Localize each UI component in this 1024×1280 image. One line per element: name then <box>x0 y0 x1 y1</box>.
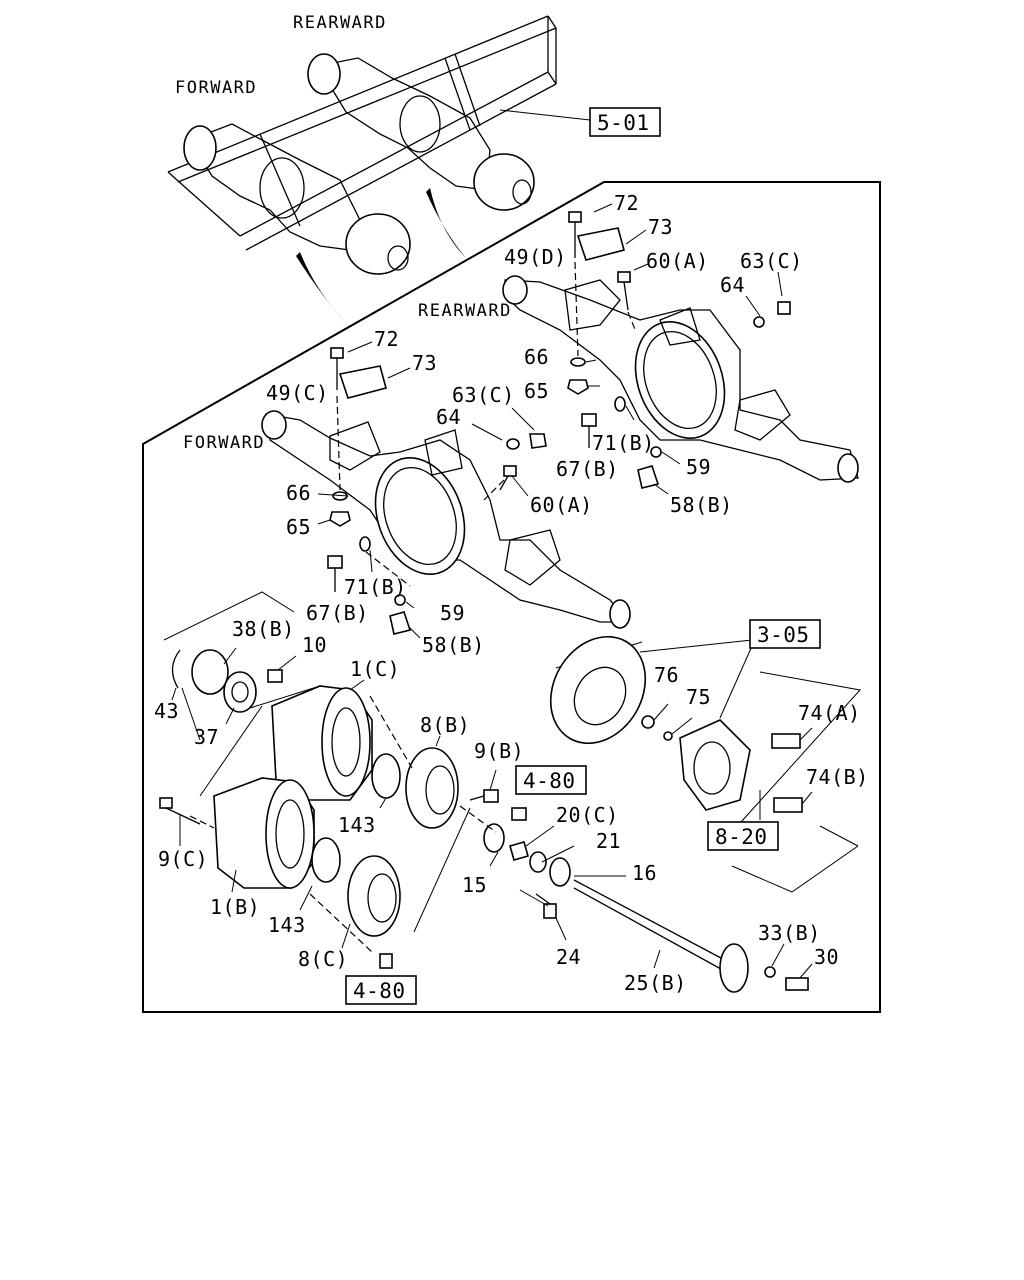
callout-30: 30 <box>814 945 839 969</box>
callout-72: 72 <box>374 327 399 351</box>
callout-43: 43 <box>154 699 179 723</box>
upper-small-parts <box>567 203 791 495</box>
callout-74b: 74(B) <box>806 765 869 789</box>
reference-label: 3-05 <box>757 623 810 647</box>
callout-76: 76 <box>654 663 679 687</box>
reference-label: 5-01 <box>597 111 650 135</box>
callout-66: 66 <box>524 345 549 369</box>
callout-37: 37 <box>194 725 219 749</box>
brake-shield-group <box>549 635 861 893</box>
middle-small-parts <box>317 341 547 639</box>
callout-60a: 60(A) <box>646 249 709 273</box>
callout-21: 21 <box>596 829 621 853</box>
callout-10: 10 <box>302 633 327 657</box>
callout-58b: 58(B) <box>422 633 485 657</box>
callout-1c: 1(C) <box>350 657 400 681</box>
reference-box-3-05[interactable]: 3-05 <box>749 619 821 649</box>
callout-63c: 63(C) <box>740 249 803 273</box>
callout-9b: 9(B) <box>474 739 524 763</box>
callout-73: 73 <box>412 351 437 375</box>
reference-label: 8-20 <box>715 825 768 849</box>
reference-label: 4-80 <box>523 769 576 793</box>
callout-67b: 67(B) <box>306 601 369 625</box>
direction-label-rearward: REARWARD <box>293 13 387 33</box>
callout-58b: 58(B) <box>670 493 733 517</box>
callout-66: 66 <box>286 481 311 505</box>
callout-64: 64 <box>720 273 745 297</box>
main-frame <box>142 181 881 1013</box>
callout-64: 64 <box>436 405 461 429</box>
callout-8c: 8(C) <box>298 947 348 971</box>
callout-38b: 38(B) <box>232 617 295 641</box>
callout-60a: 60(A) <box>530 493 593 517</box>
callout-71b: 71(B) <box>344 575 407 599</box>
reference-label: 4-80 <box>353 979 406 1003</box>
direction-label-rearward: REARWARD <box>418 301 512 321</box>
callout-143: 143 <box>268 913 306 937</box>
callout-1b: 1(B) <box>210 895 260 919</box>
callout-15: 15 <box>462 873 487 897</box>
callout-143: 143 <box>338 813 376 837</box>
callout-49d: 49(D) <box>504 245 567 269</box>
forward-axle-assembly <box>261 410 631 629</box>
callout-73: 73 <box>648 215 673 239</box>
callout-49c: 49(C) <box>266 381 329 405</box>
callout-20c: 20(C) <box>556 803 619 827</box>
rear-axle-assembly <box>502 275 859 483</box>
hub-drum-group <box>159 591 813 993</box>
callout-8b: 8(B) <box>420 713 470 737</box>
callout-65: 65 <box>286 515 311 539</box>
callout-25b: 25(B) <box>624 971 687 995</box>
direction-label-forward: FORWARD <box>183 433 265 453</box>
callout-16: 16 <box>632 861 657 885</box>
callout-67b: 67(B) <box>556 457 619 481</box>
callout-labels: 72 73 49(D) 60(A) 63(C) 64 66 65 71(B) 6… <box>154 191 869 995</box>
reference-box-5-01[interactable]: 5-01 <box>589 107 661 137</box>
chassis-overview <box>167 15 591 328</box>
callout-33b: 33(B) <box>758 921 821 945</box>
callout-75: 75 <box>686 685 711 709</box>
callout-65: 65 <box>524 379 549 403</box>
callout-24: 24 <box>556 945 581 969</box>
callout-74a: 74(A) <box>798 701 861 725</box>
callout-71b: 71(B) <box>592 431 655 455</box>
reference-box-4-80-lower[interactable]: 4-80 <box>345 975 417 1005</box>
callout-72: 72 <box>614 191 639 215</box>
callout-9c: 9(C) <box>158 847 208 871</box>
callout-59: 59 <box>440 601 465 625</box>
callout-59: 59 <box>686 455 711 479</box>
reference-box-8-20[interactable]: 8-20 <box>707 821 779 851</box>
callout-63c: 63(C) <box>452 383 515 407</box>
reference-box-4-80-upper[interactable]: 4-80 <box>515 765 587 795</box>
direction-label-forward: FORWARD <box>175 78 257 98</box>
